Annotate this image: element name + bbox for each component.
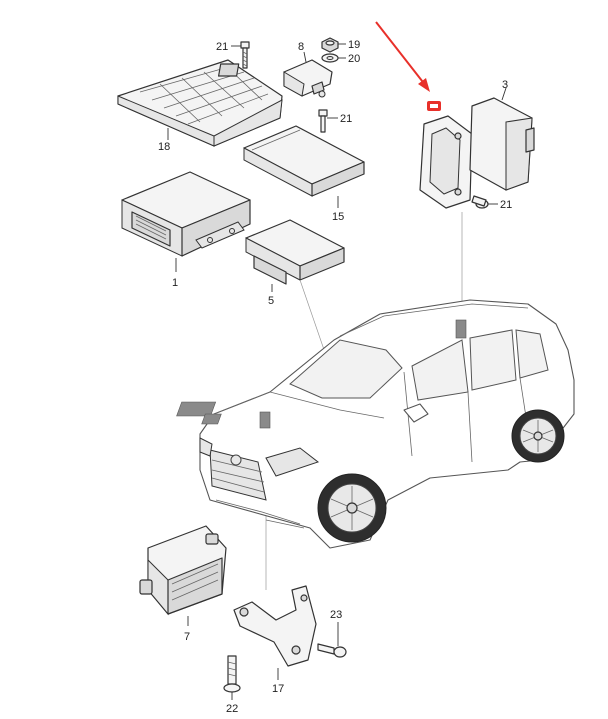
part-7-lower-module[interactable] [139, 525, 227, 616]
callout-15: 15 [332, 211, 344, 223]
callout-21-right: 21 [500, 199, 512, 211]
part-1-engine-control-unit[interactable] [121, 171, 251, 257]
callout-3: 3 [502, 79, 508, 91]
location-marker-rear [455, 319, 467, 339]
part-3-module[interactable] [469, 97, 535, 191]
location-marker-front [259, 411, 271, 429]
callout-18: 18 [158, 141, 170, 153]
callout-22: 22 [226, 703, 238, 715]
part-17-lower-bracket[interactable] [233, 585, 317, 667]
bolt-22[interactable] [223, 655, 241, 693]
callout-19: 19 [348, 39, 360, 51]
callout-1: 1 [172, 277, 178, 289]
highlight-badge [427, 101, 441, 111]
bolt-21-middle[interactable] [318, 109, 328, 133]
callout-5: 5 [268, 295, 274, 307]
callout-23: 23 [330, 609, 342, 621]
bolt-23[interactable] [317, 643, 347, 658]
part-15-control-module[interactable] [243, 125, 365, 197]
washer-20[interactable] [321, 53, 339, 63]
highlight-arrow [375, 21, 430, 92]
location-marker-center-small [201, 413, 222, 425]
bolt-21-right[interactable] [471, 195, 489, 209]
bolt-21-top[interactable] [240, 41, 250, 69]
callout-20: 20 [348, 53, 360, 65]
callout-7: 7 [184, 631, 190, 643]
callout-17: 17 [272, 683, 284, 695]
callout-8: 8 [298, 41, 304, 53]
location-marker-center [176, 401, 217, 417]
vehicle-suv [176, 299, 575, 549]
callout-21-top: 21 [216, 41, 228, 53]
part-8-sensor-unit[interactable] [283, 59, 333, 98]
part-18-carrier-tray[interactable] [117, 59, 283, 147]
callout-21-middle: 21 [340, 113, 352, 125]
nut-19[interactable] [321, 37, 339, 53]
bracket-highlighted[interactable] [419, 115, 473, 209]
part-5-flat-module[interactable] [245, 219, 345, 285]
